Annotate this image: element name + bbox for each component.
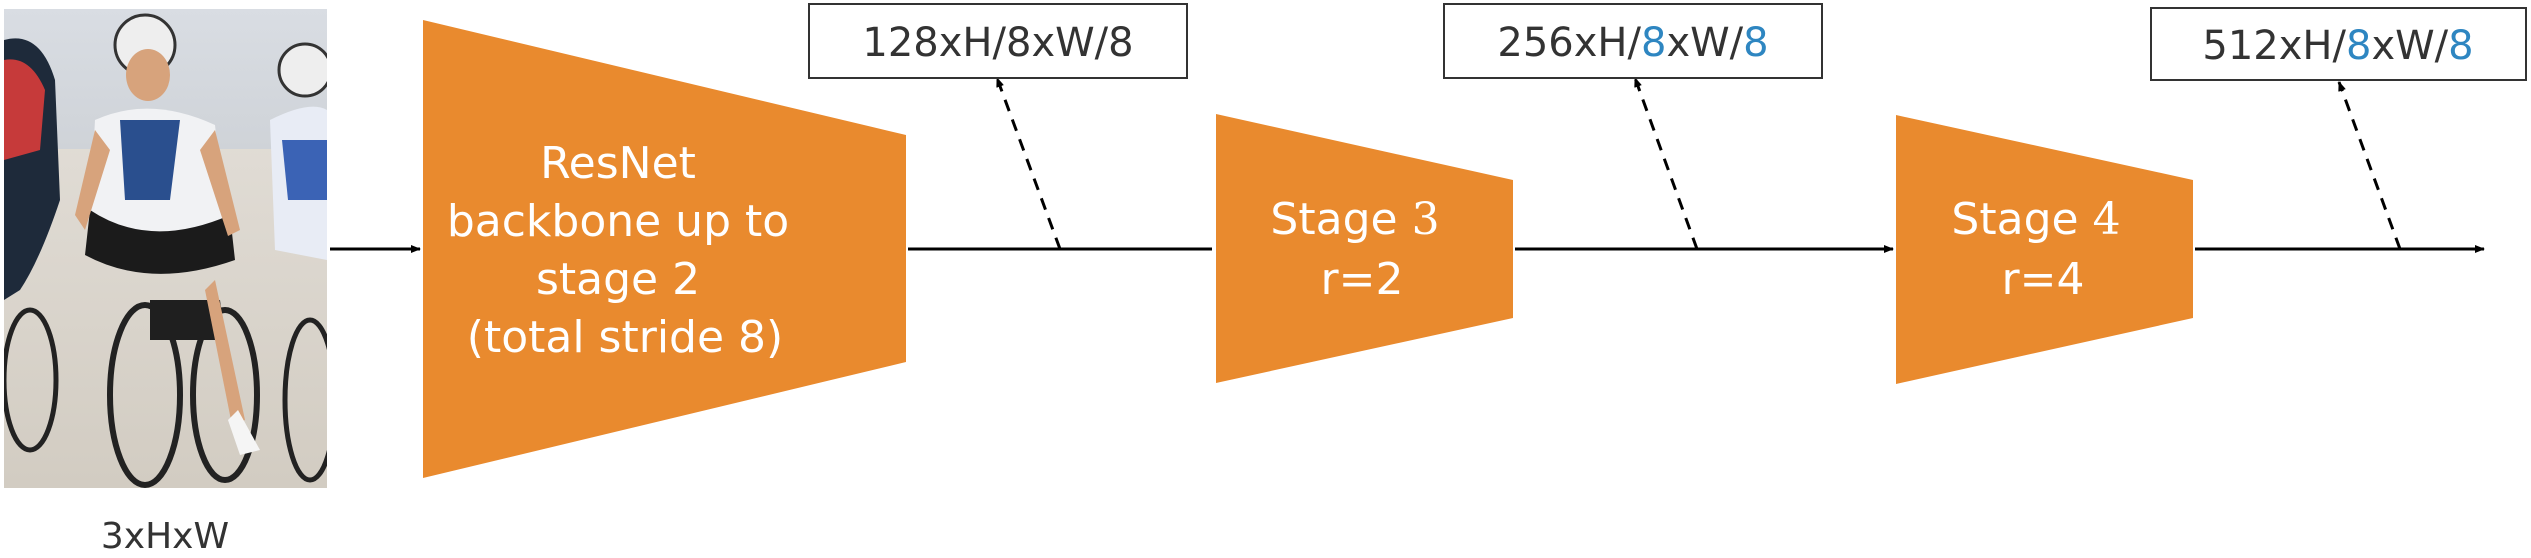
stage3-label: Stage 3 r=2: [1270, 194, 1453, 305]
stage4-label: Stage 4 r=4: [1951, 194, 2134, 305]
stage3-block: [1216, 114, 1513, 383]
input-image: [4, 9, 327, 488]
dashed-arrow-out2: [1633, 77, 1699, 250]
output-box-3: [2150, 7, 2527, 81]
backbone-block: [423, 20, 906, 478]
dashed-arrow-out3: [2337, 81, 2402, 250]
stage4-block: [1896, 115, 2193, 384]
input-caption: 3xHxW: [101, 516, 229, 557]
backbone-label: ResNet backbone up to stage 2 (total str…: [447, 138, 803, 363]
dashed-arrow-out1: [995, 77, 1062, 250]
output-box-2: [1443, 3, 1823, 79]
output-label-2: 256xH/8xW/8: [1497, 20, 1768, 66]
output-label-1: 128xH/8xW/8: [862, 20, 1133, 66]
output-label-3: 512xH/8xW/8: [2202, 23, 2473, 69]
output-box-1: [808, 3, 1188, 79]
